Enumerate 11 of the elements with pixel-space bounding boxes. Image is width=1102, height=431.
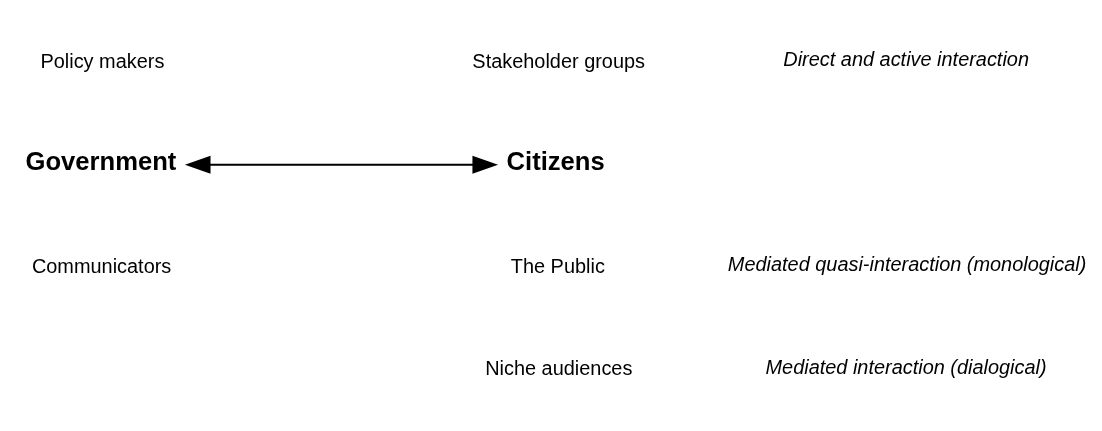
label: Communicators [31,254,172,276]
label: Stakeholder groups [472,49,646,72]
label: Direct and active interaction [783,47,1029,70]
arrow [184,155,499,174]
label: Mediated interaction (dialogical) [765,355,1047,378]
label: Policy makers [40,49,165,72]
label: The Public [510,254,605,276]
node-text: Government [25,146,177,175]
node-text: Citizens [506,146,605,175]
label: Mediated quasi-interaction (monological) [727,252,1087,275]
label: Niche audiences [485,356,633,379]
